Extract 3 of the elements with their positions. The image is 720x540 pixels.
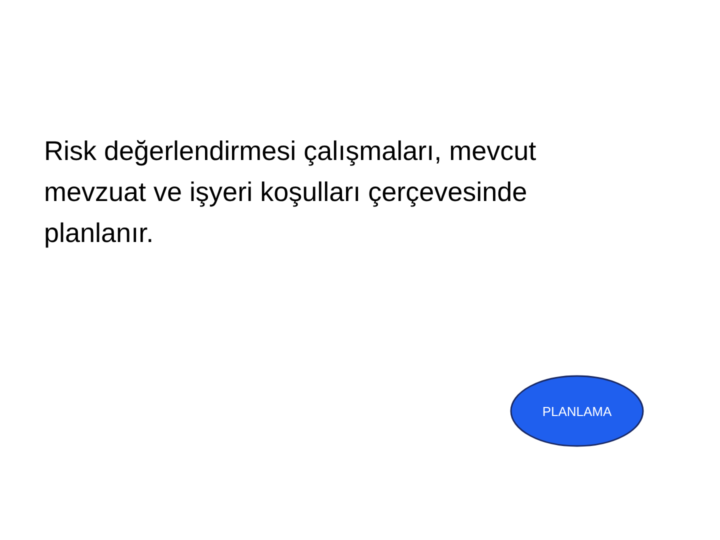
node-label: PLANLAMA (542, 404, 612, 418)
process-ellipse (510, 375, 644, 447)
body-text: Risk değerlendirmesi çalışmaları, mevcut mevzuat ve işyeri koşulları çerçevesinde planlanır. (44, 135, 538, 250)
